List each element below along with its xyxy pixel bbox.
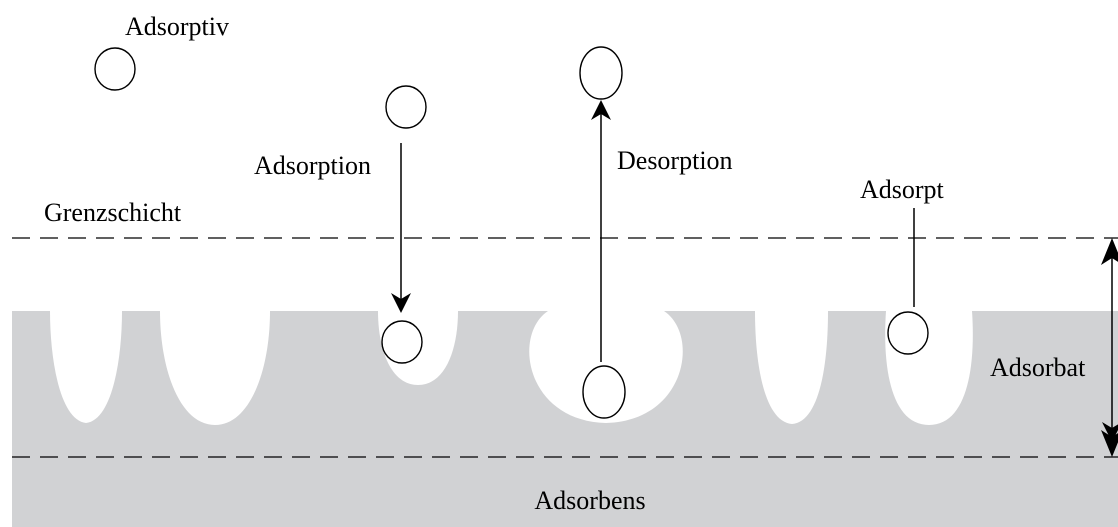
adsorbat-arrow-bottom-head xyxy=(1101,430,1118,457)
label-adsorptiv: Adsorptiv xyxy=(125,12,229,41)
adsorbed-molecule xyxy=(381,320,423,364)
pores xyxy=(50,311,973,425)
adsorpt-molecule xyxy=(887,311,929,355)
label-desorption: Desorption xyxy=(617,146,733,175)
label-adsorpt: Adsorpt xyxy=(860,175,945,204)
pore xyxy=(50,311,122,423)
label-adsorbat: Adsorbat xyxy=(990,353,1086,382)
pore xyxy=(755,311,828,424)
label-adsorbens: Adsorbens xyxy=(534,486,645,515)
label-grenzschicht: Grenzschicht xyxy=(44,198,182,227)
adsorptiv-molecule xyxy=(385,85,427,129)
adsorbed-molecule xyxy=(582,365,626,419)
adsorptiv-molecule xyxy=(94,47,136,91)
label-adsorption: Adsorption xyxy=(254,151,371,180)
pore xyxy=(160,311,270,425)
adsorbat-arrow-top-head xyxy=(1101,238,1118,265)
desorbed-molecule xyxy=(579,46,623,100)
